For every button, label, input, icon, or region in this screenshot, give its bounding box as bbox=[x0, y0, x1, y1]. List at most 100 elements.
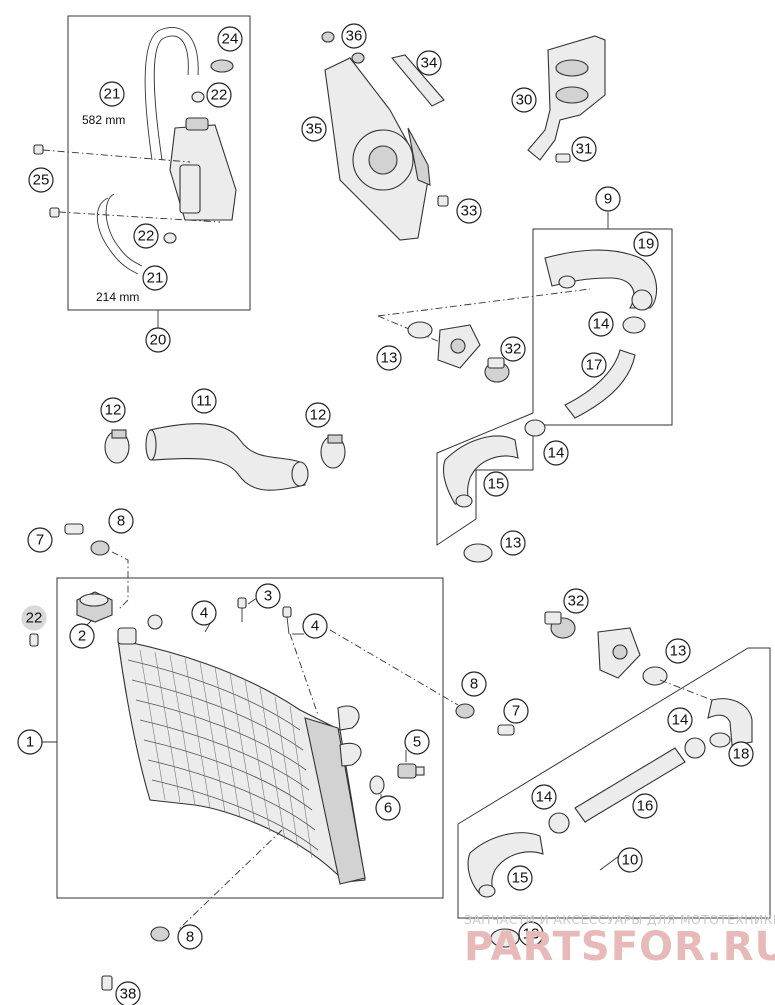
svg-text:13: 13 bbox=[505, 535, 522, 552]
callout-20: 20 bbox=[145, 327, 171, 353]
svg-text:22: 22 bbox=[138, 228, 155, 245]
group-box-1 bbox=[56, 577, 444, 899]
svg-text:14: 14 bbox=[672, 712, 689, 729]
svg-text:21: 21 bbox=[104, 86, 121, 103]
svg-text:21: 21 bbox=[147, 270, 164, 287]
bolt-31 bbox=[555, 153, 571, 163]
callout-2: 2 bbox=[69, 623, 95, 649]
thermostat-housing-b bbox=[597, 627, 641, 679]
svg-text:4: 4 bbox=[311, 618, 319, 635]
group-box-10 bbox=[457, 647, 771, 919]
hose-15b bbox=[467, 832, 544, 898]
callout-38: 38 bbox=[115, 981, 141, 1005]
svg-text:14: 14 bbox=[593, 316, 610, 333]
group-box-20 bbox=[67, 15, 251, 311]
o-ring-6 bbox=[369, 775, 385, 795]
callout-13a: 13 bbox=[376, 345, 402, 371]
pipe-16 bbox=[574, 747, 686, 823]
radiator-cap bbox=[76, 591, 113, 623]
callout-22a: 22 bbox=[206, 82, 232, 108]
svg-text:16: 16 bbox=[637, 798, 654, 815]
callout-16: 16 bbox=[632, 793, 658, 819]
svg-text:18: 18 bbox=[733, 746, 750, 763]
callout-33: 33 bbox=[456, 198, 482, 224]
clamp-13c bbox=[642, 666, 668, 686]
screw-7a bbox=[64, 523, 84, 535]
callout-8b: 8 bbox=[461, 671, 487, 697]
svg-text:3: 3 bbox=[264, 588, 272, 605]
svg-text:35: 35 bbox=[306, 121, 323, 138]
callout-5: 5 bbox=[404, 729, 430, 755]
callout-14c: 14 bbox=[667, 707, 693, 733]
callout-19: 19 bbox=[633, 231, 659, 257]
svg-text:14: 14 bbox=[548, 445, 565, 462]
callout-12a: 12 bbox=[100, 397, 126, 423]
bolt-25a bbox=[33, 144, 44, 155]
grommet-36b bbox=[351, 52, 365, 64]
hose-21-lower-inner bbox=[105, 193, 143, 267]
callout-11: 11 bbox=[191, 388, 217, 414]
svg-text:34: 34 bbox=[421, 55, 438, 72]
clamp-12b bbox=[320, 434, 346, 469]
grommet-36a bbox=[321, 31, 335, 43]
callout-4b: 4 bbox=[302, 613, 328, 639]
svg-text:1: 1 bbox=[26, 734, 34, 751]
svg-text:31: 31 bbox=[576, 141, 593, 158]
hose-15a bbox=[442, 435, 519, 508]
svg-text:8: 8 bbox=[186, 929, 194, 946]
screw-7b bbox=[497, 724, 515, 736]
leader-lines bbox=[40, 212, 713, 931]
svg-text:11: 11 bbox=[196, 393, 212, 410]
callout-22c: 22 bbox=[21, 605, 47, 631]
temp-sensor-5 bbox=[397, 763, 425, 779]
svg-text:38: 38 bbox=[120, 986, 137, 1003]
hose-21-lower bbox=[96, 197, 139, 275]
callout-21b: 21 bbox=[142, 265, 168, 291]
svg-text:14: 14 bbox=[536, 789, 553, 806]
callout-14d: 14 bbox=[531, 784, 557, 810]
cap-24 bbox=[210, 59, 234, 73]
callout-18: 18 bbox=[728, 741, 754, 767]
svg-text:13: 13 bbox=[670, 643, 687, 660]
callout-8a: 8 bbox=[108, 508, 134, 534]
callout-24: 24 bbox=[217, 26, 243, 52]
svg-text:30: 30 bbox=[516, 92, 533, 109]
hose-19 bbox=[544, 249, 658, 311]
callout-32a: 32 bbox=[500, 336, 526, 362]
svg-text:20: 20 bbox=[150, 332, 167, 349]
callout-6: 6 bbox=[375, 795, 401, 821]
radiator bbox=[117, 614, 366, 885]
svg-text:7: 7 bbox=[512, 703, 520, 720]
callout-32b: 32 bbox=[563, 588, 589, 614]
svg-text:25: 25 bbox=[33, 172, 50, 189]
callout-31: 31 bbox=[571, 136, 597, 162]
hose-17 bbox=[564, 349, 636, 419]
clamp-14a bbox=[622, 316, 646, 334]
callout-7b: 7 bbox=[503, 698, 529, 724]
svg-text:8: 8 bbox=[117, 513, 125, 530]
clamp-13d bbox=[490, 928, 520, 948]
svg-text:2: 2 bbox=[78, 628, 86, 645]
svg-text:6: 6 bbox=[384, 800, 392, 817]
callout-12b: 12 bbox=[305, 402, 331, 428]
callout-8c: 8 bbox=[177, 924, 203, 950]
watermark-brand: PARTSFOR.RU bbox=[464, 924, 775, 970]
callout-36: 36 bbox=[341, 23, 367, 49]
svg-text:5: 5 bbox=[413, 734, 421, 751]
svg-text:36: 36 bbox=[346, 28, 363, 45]
fan-shroud bbox=[324, 57, 431, 241]
callout-17: 17 bbox=[581, 352, 607, 378]
callout-13b: 13 bbox=[500, 530, 526, 556]
callout-3: 3 bbox=[255, 583, 281, 609]
svg-text:15: 15 bbox=[488, 476, 505, 493]
expansion-tank bbox=[169, 117, 237, 221]
bolt-22c bbox=[29, 633, 39, 647]
svg-text:32: 32 bbox=[505, 341, 522, 358]
svg-text:15: 15 bbox=[512, 870, 529, 887]
hose-18 bbox=[707, 698, 753, 748]
callout-34: 34 bbox=[416, 50, 442, 76]
callout-7a: 7 bbox=[27, 527, 53, 553]
svg-text:9: 9 bbox=[604, 191, 612, 208]
